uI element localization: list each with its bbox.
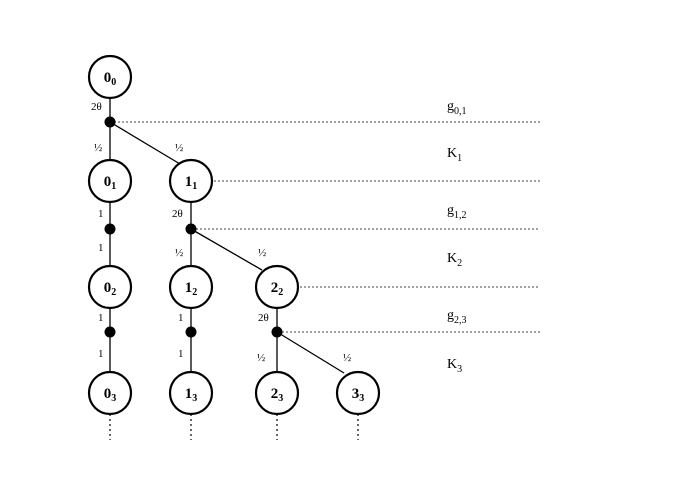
svg-text:02: 02 [104, 280, 117, 298]
node-number: 0 [104, 70, 112, 86]
node-number: 3 [352, 386, 360, 402]
node-0-1: 01 [87, 158, 133, 204]
node-0-0: 00 [87, 54, 133, 100]
svg-text:03: 03 [104, 386, 117, 404]
weight-label: 2θ [258, 312, 269, 324]
node-subscript: 0 [111, 77, 116, 88]
edge-junction-33 [276, 331, 345, 374]
weight-label: 1 [98, 348, 104, 360]
weight-label: 2θ [91, 101, 102, 113]
junction-dot [185, 326, 197, 338]
weight-label: 1 [178, 348, 184, 360]
svg-text:33: 33 [352, 386, 365, 404]
node-1-3: 13 [168, 370, 214, 416]
node-subscript: 1 [111, 181, 116, 192]
label-g01: g0,1 [447, 99, 467, 117]
junction-dot [104, 223, 116, 235]
svg-text:23: 23 [271, 386, 284, 404]
node-subscript: 2 [111, 287, 116, 298]
weight-label: 2θ [172, 208, 183, 220]
weight-label: ½ [258, 247, 266, 259]
svg-text:13: 13 [185, 386, 198, 404]
svg-text:12: 12 [185, 280, 198, 298]
node-2-3: 23 [254, 370, 300, 416]
weight-label: 1 [98, 208, 104, 220]
junction-dot [185, 223, 197, 235]
junction-dot [104, 116, 116, 128]
junction-dot [104, 326, 116, 338]
node-subscript: 2 [192, 287, 197, 298]
edge-junction-22 [190, 228, 263, 271]
node-subscript: 3 [192, 393, 197, 404]
node-subscript: 3 [278, 393, 283, 404]
node-0-3: 03 [87, 370, 133, 416]
node-2-2: 22 [254, 264, 300, 310]
node-number: 1 [185, 174, 193, 190]
svg-text:00: 00 [104, 70, 117, 88]
node-1-2: 12 [168, 264, 214, 310]
node-number: 1 [185, 386, 193, 402]
node-number: 0 [104, 386, 112, 402]
weight-label: ½ [94, 142, 102, 154]
label-K1: K1 [447, 146, 462, 164]
svg-text:22: 22 [271, 280, 284, 298]
node-0-2: 02 [87, 264, 133, 310]
label-g23: g2,3 [447, 308, 467, 326]
node-number: 0 [104, 280, 112, 296]
label-K2: K2 [447, 251, 462, 269]
node-number: 2 [271, 280, 279, 296]
node-subscript: 2 [278, 287, 283, 298]
junction-dot [271, 326, 283, 338]
node-1-1: 11 [168, 158, 214, 204]
weight-label: ½ [175, 247, 183, 259]
weight-label: 1 [98, 312, 104, 324]
weight-label: ½ [257, 352, 265, 364]
node-number: 1 [185, 280, 193, 296]
label-K3: K3 [447, 357, 462, 375]
weight-label: 1 [98, 242, 104, 254]
node-number: 0 [104, 174, 112, 190]
label-g12: g1,2 [447, 203, 467, 221]
weight-label: 1 [178, 312, 184, 324]
weight-label: ½ [175, 142, 183, 154]
edge-junction-11 [109, 121, 181, 165]
node-subscript: 3 [359, 393, 364, 404]
node-subscript: 3 [111, 393, 116, 404]
svg-text:01: 01 [104, 174, 117, 192]
svg-text:11: 11 [185, 174, 198, 192]
weight-label: ½ [343, 352, 351, 364]
node-number: 2 [271, 386, 279, 402]
node-subscript: 1 [192, 181, 197, 192]
node-3-3: 33 [335, 370, 381, 416]
